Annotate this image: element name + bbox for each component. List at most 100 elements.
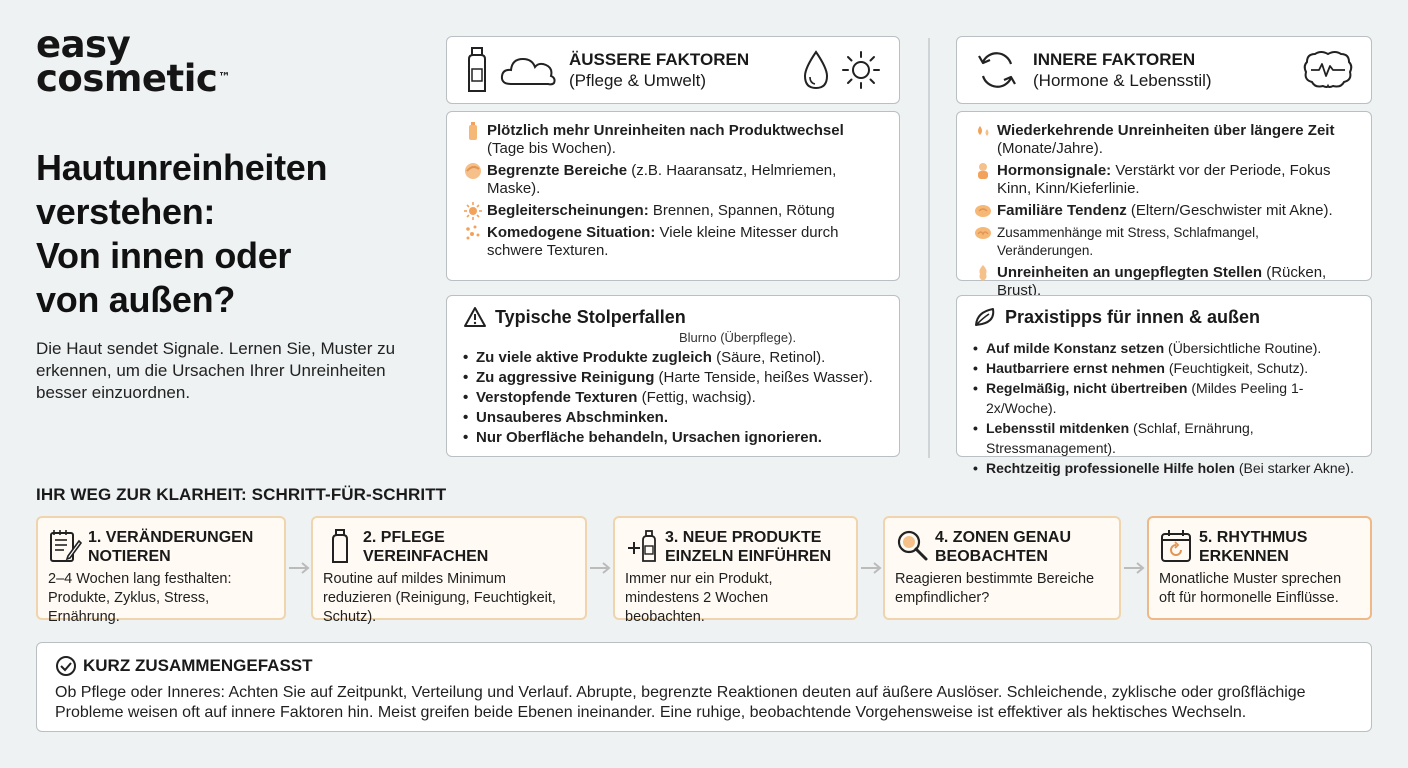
- outer-factor-item: Plötzlich mehr Unreinheiten nach Produkt…: [463, 122, 883, 158]
- outer-item-bold: Komedogene Situation:: [487, 224, 656, 241]
- step-description: Routine auf mildes Minimum reduzieren (R…: [323, 571, 556, 625]
- magnifier-icon: [897, 530, 928, 561]
- body-icon: [973, 264, 993, 282]
- inner-factor-item: Hormonsignale: Verstärkt vor der Periode…: [973, 162, 1355, 198]
- arrow-right-icon: [289, 562, 310, 574]
- outer-item-text: Brennen, Spannen, Rötung: [648, 202, 835, 219]
- outer-item-bold: Begleiterscheinungen:: [487, 202, 649, 219]
- tips-panel: Praxistipps für innen & außen Auf milde …: [956, 295, 1372, 478]
- face-zone-icon: [463, 162, 483, 180]
- blackheads-icon: [463, 224, 483, 242]
- inner-factor-item: Familiäre Tendenz (Eltern/Geschwister mi…: [973, 202, 1355, 220]
- step-title: VEREINFACHEN: [363, 548, 489, 565]
- warning-icon: [463, 306, 489, 328]
- title-line-1: Hautunreinheiten: [36, 147, 328, 188]
- step-title: 4. ZONEN GENAU: [935, 529, 1072, 546]
- water-drop-icon: [803, 50, 829, 90]
- brain-icon: [1303, 51, 1353, 88]
- step-description: Monatliche Muster sprechen oft für hormo…: [1159, 571, 1342, 606]
- brand-line1: easy: [36, 23, 131, 66]
- arrow-right-icon: [590, 562, 611, 574]
- calendar-cycle-icon: [1161, 530, 1191, 562]
- add-product-icon: [628, 530, 656, 562]
- pitfalls-title: Typische Stolperfallen: [495, 306, 686, 327]
- pitfall-item: Zu viele aktive Produkte zugleich (Säure…: [463, 348, 883, 368]
- step-title: 1. VERÄNDERUNGEN: [88, 529, 254, 546]
- refresh-cycle-icon: [978, 52, 1016, 88]
- page-title: Hautunreinheiten verstehen: Von innen od…: [36, 146, 416, 322]
- step-title: EINZELN EINFÜHREN: [665, 548, 832, 565]
- tips-title: Praxistipps für innen & außen: [1005, 306, 1261, 327]
- outer-factor-item: Begrenzte Bereiche (z.B. Haaransatz, Hel…: [463, 162, 883, 198]
- pitfall-item: Nur Oberfläche behandeln, Ursachen ignor…: [463, 428, 883, 448]
- step-title: 2. PFLEGE: [363, 529, 445, 546]
- tip-item: Regelmäßig, nicht übertreiben (Mildes Pe…: [973, 378, 1355, 418]
- hormone-icon: [973, 162, 993, 180]
- tip-item: Hautbarriere ernst nehmen (Feuchtigkeit,…: [973, 358, 1355, 378]
- outer-item-bold: Begrenzte Bereiche: [487, 162, 628, 179]
- summary-title: KURZ ZUSAMMENGEFASST: [83, 656, 313, 675]
- step-card: 1. VERÄNDERUNGEN NOTIEREN 2–4 Wochen lan…: [36, 516, 286, 625]
- arrow-right-icon: [861, 562, 882, 574]
- pitfall-item: Unsauberes Abschminken.: [463, 408, 883, 428]
- step-card: 5. RHYTHMUS ERKENNEN Monatliche Muster s…: [1147, 516, 1372, 620]
- tip-item: Auf milde Konstanz setzen (Übersichtlich…: [973, 338, 1355, 358]
- tip-item: Lebensstil mitdenken (Schlaf, Ernährung,…: [973, 418, 1355, 458]
- leaf-icon: [973, 306, 999, 328]
- outer-factors-subtitle: (Pflege & Umwelt): [569, 71, 706, 90]
- outer-factor-item: Begleiterscheinungen: Brennen, Spannen, …: [463, 202, 883, 220]
- inner-factor-item: Wiederkehrende Unreinheiten über längere…: [973, 122, 1355, 158]
- pitfalls-panel: Typische Stolperfallen Blurno (Überpfleg…: [446, 295, 900, 457]
- step-title: 5. RHYTHMUS: [1199, 529, 1308, 546]
- stress-brain-icon: [973, 224, 993, 242]
- check-circle-icon: [56, 656, 76, 676]
- step-description: Reagieren bestimmte Bereiche empfindlich…: [895, 571, 1095, 606]
- step-description: 2–4 Wochen lang festhalten: Produkte, Zy…: [48, 571, 232, 625]
- outer-factors-panel: Plötzlich mehr Unreinheiten nach Produkt…: [446, 111, 900, 281]
- pitfall-item: Verstopfende Texturen (Fettig, wachsig).: [463, 388, 883, 408]
- brand-line2: cosmetic: [36, 57, 218, 100]
- brand-trademark: ™: [218, 70, 230, 84]
- step-card: 2. PFLEGE VEREINFACHEN Routine auf milde…: [311, 516, 587, 625]
- title-line-2: verstehen:: [36, 191, 216, 232]
- step-title: ERKENNEN: [1199, 548, 1289, 565]
- product-bottle-icon: [463, 122, 483, 140]
- irritation-icon: [463, 202, 483, 220]
- outer-factors-header: ÄUSSERE FAKTOREN (Pflege & Umwelt): [446, 36, 900, 104]
- tip-item: Rechtzeitig professionelle Hilfe holen (…: [973, 458, 1355, 478]
- pitfalls-note: Blurno (Überpflege).: [679, 330, 797, 345]
- step-title: 3. NEUE PRODUKTE: [665, 529, 822, 546]
- outer-factors-title: ÄUSSERE FAKTOREN: [569, 50, 750, 69]
- arrow-right-icon: [1124, 562, 1145, 574]
- title-line-4: von außen?: [36, 279, 236, 320]
- inner-factor-item: Zusammenhänge mit Stress, Schlafmangel, …: [973, 224, 1355, 260]
- outer-item-text: (z.B. Haaransatz, Helmriemen, Maske).: [487, 162, 837, 197]
- inner-factors-subtitle: (Hormone & Lebensstil): [1033, 71, 1212, 90]
- pitfall-item: Zu aggressive Reinigung (Harte Tenside, …: [463, 368, 883, 388]
- column-divider: [928, 38, 930, 458]
- intro-text: Die Haut sendet Signale. Lernen Sie, Mus…: [36, 339, 396, 402]
- family-brain-icon: [973, 202, 993, 220]
- summary-text: Ob Pflege oder Inneres: Achten Sie auf Z…: [55, 684, 1306, 721]
- bottle-icon: [332, 529, 348, 563]
- inner-factors-title: INNERE FAKTOREN: [1033, 50, 1196, 69]
- outer-factor-item: Komedogene Situation: Viele kleine Mites…: [463, 224, 883, 260]
- step-card: 3. NEUE PRODUKTE EINZELN EINFÜHREN Immer…: [613, 516, 858, 625]
- sun-icon: [842, 51, 880, 89]
- step-description: Immer nur ein Produkt, mindestens 2 Woch…: [625, 571, 773, 625]
- inner-factor-item: Unreinheiten an ungepflegten Stellen (Rü…: [973, 264, 1355, 300]
- notepad-pencil-icon: [50, 530, 82, 562]
- step-card: 4. ZONEN GENAU BEOBACHTEN Reagieren best…: [883, 516, 1121, 620]
- inner-factors-header: INNERE FAKTOREN (Hormone & Lebensstil): [956, 36, 1372, 104]
- summary-panel: KURZ ZUSAMMENGEFASST Ob Pflege oder Inne…: [36, 642, 1372, 732]
- inner-factors-panel: Wiederkehrende Unreinheiten über längere…: [956, 111, 1372, 299]
- steps-title: IHR WEG ZUR KLARHEIT: SCHRITT-FÜR-SCHRIT…: [36, 485, 447, 504]
- title-line-3: Von innen oder: [36, 235, 292, 276]
- drops-icon: [973, 122, 993, 140]
- outer-item-text: Viele kleine Mitesser durch schwere Text…: [487, 224, 839, 259]
- brand-logo: easy cosmetic™: [36, 23, 230, 97]
- outer-item-bold: Plötzlich mehr Unreinheiten nach Produkt…: [487, 122, 844, 139]
- bottle-icon: [468, 47, 486, 92]
- step-title: NOTIEREN: [88, 548, 171, 565]
- outer-item-text: (Tage bis Wochen).: [487, 140, 616, 157]
